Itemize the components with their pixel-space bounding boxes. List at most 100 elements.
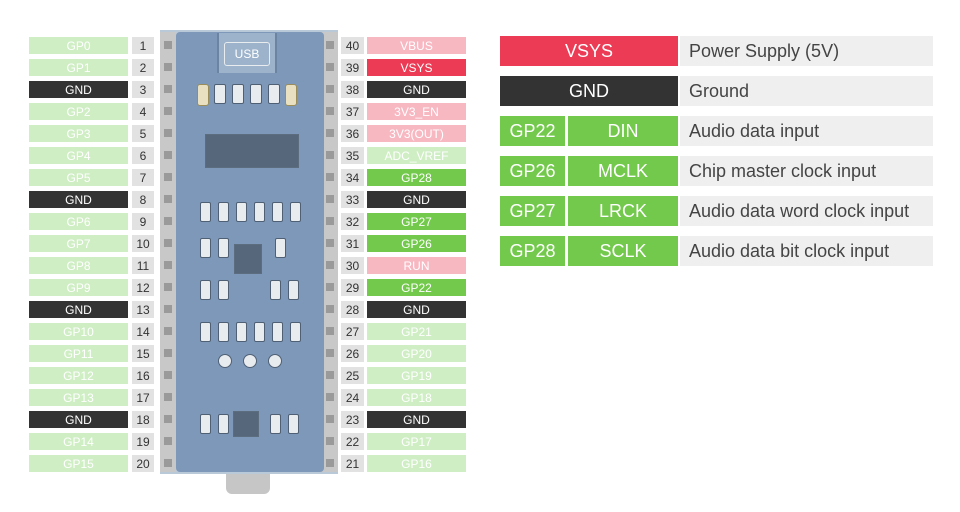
right-pin-number: 25	[341, 367, 364, 384]
regulator-chip	[234, 244, 262, 274]
legend-gpio: GP27	[500, 196, 565, 226]
smd-pad	[232, 84, 244, 104]
left-pin-number: 17	[132, 389, 154, 406]
legend-signal: SCLK	[568, 236, 678, 266]
led-right	[285, 84, 297, 106]
right-header-pin	[326, 459, 334, 467]
smd-pad	[214, 84, 226, 104]
right-header-pin	[326, 173, 334, 181]
smd-pad	[200, 414, 211, 434]
left-pin-number: 18	[132, 411, 154, 428]
smd-pad	[270, 414, 281, 434]
left-pin-label: GND	[29, 191, 128, 208]
right-header-pin	[326, 63, 334, 71]
right-pin-label: RUN	[367, 257, 466, 274]
right-pin-label: GND	[367, 411, 466, 428]
right-header-pin	[326, 349, 334, 357]
left-header-pin	[164, 217, 172, 225]
smd-pad	[275, 238, 286, 258]
right-pin-number: 29	[341, 279, 364, 296]
right-header-pin	[326, 327, 334, 335]
right-pin-number: 40	[341, 37, 364, 54]
left-pin-label: GP6	[29, 213, 128, 230]
right-pin-label: GP21	[367, 323, 466, 340]
smd-pad	[250, 84, 262, 104]
legend-signal: GND	[500, 76, 678, 106]
right-header-pin	[326, 415, 334, 423]
left-pin-label: GP5	[29, 169, 128, 186]
right-pin-label: ADC_VREF	[367, 147, 466, 164]
left-pin-label: GP11	[29, 345, 128, 362]
test-point	[243, 354, 257, 368]
left-header-pin	[164, 151, 172, 159]
legend-signal: MCLK	[568, 156, 678, 186]
left-header-pin	[164, 107, 172, 115]
legend-description: Audio data input	[680, 116, 933, 146]
right-pin-label: GND	[367, 81, 466, 98]
right-pin-label: 3V3_EN	[367, 103, 466, 120]
right-header-pin	[326, 305, 334, 313]
left-pin-number: 3	[132, 81, 154, 98]
right-pin-label: GND	[367, 191, 466, 208]
smd-pad	[218, 280, 229, 300]
left-pin-number: 5	[132, 125, 154, 142]
right-pin-number: 38	[341, 81, 364, 98]
right-pin-number: 36	[341, 125, 364, 142]
right-header-pin	[326, 129, 334, 137]
dac-chip	[205, 134, 299, 168]
right-header-pin	[326, 151, 334, 159]
left-pin-number: 15	[132, 345, 154, 362]
left-pin-number: 9	[132, 213, 154, 230]
right-pin-number: 24	[341, 389, 364, 406]
smd-pad	[200, 202, 211, 222]
legend-gpio: GP22	[500, 116, 565, 146]
left-header-pin	[164, 63, 172, 71]
left-header-pin	[164, 41, 172, 49]
smd-pad	[200, 322, 211, 342]
left-header-pin	[164, 129, 172, 137]
left-pin-number: 11	[132, 257, 154, 274]
smd-pad	[288, 414, 299, 434]
smd-pad	[268, 84, 280, 104]
left-pin-number: 16	[132, 367, 154, 384]
right-pin-number: 30	[341, 257, 364, 274]
left-header-pin	[164, 261, 172, 269]
right-pin-number: 33	[341, 191, 364, 208]
left-pin-label: GP2	[29, 103, 128, 120]
legend-description: Audio data word clock input	[680, 196, 933, 226]
right-header-pin	[326, 283, 334, 291]
smd-pad	[200, 238, 211, 258]
left-header-pin	[164, 173, 172, 181]
left-pin-number: 4	[132, 103, 154, 120]
smd-pad	[200, 280, 211, 300]
left-pin-number: 2	[132, 59, 154, 76]
left-header-pin	[164, 371, 172, 379]
left-pin-label: GND	[29, 301, 128, 318]
left-header-pin	[164, 349, 172, 357]
right-pin-label: GP18	[367, 389, 466, 406]
legend-signal: VSYS	[500, 36, 678, 66]
legend-description: Audio data bit clock input	[680, 236, 933, 266]
left-pin-number: 20	[132, 455, 154, 472]
legend-signal: LRCK	[568, 196, 678, 226]
right-pin-number: 26	[341, 345, 364, 362]
left-pin-label: GP1	[29, 59, 128, 76]
smd-pad	[290, 202, 301, 222]
led-left	[197, 84, 209, 106]
legend-description: Ground	[680, 76, 933, 106]
right-pin-number: 23	[341, 411, 364, 428]
left-header-pin	[164, 415, 172, 423]
right-header-pin	[326, 195, 334, 203]
right-pin-label: GP19	[367, 367, 466, 384]
right-pin-label: GND	[367, 301, 466, 318]
left-pin-number: 8	[132, 191, 154, 208]
left-pin-label: GP15	[29, 455, 128, 472]
left-pin-label: GP13	[29, 389, 128, 406]
left-header-pin	[164, 195, 172, 203]
left-pin-number: 19	[132, 433, 154, 450]
left-header-pin	[164, 283, 172, 291]
left-pin-label: GP9	[29, 279, 128, 296]
right-header-pin	[326, 371, 334, 379]
right-header-pin	[326, 261, 334, 269]
right-pin-label: GP16	[367, 455, 466, 472]
